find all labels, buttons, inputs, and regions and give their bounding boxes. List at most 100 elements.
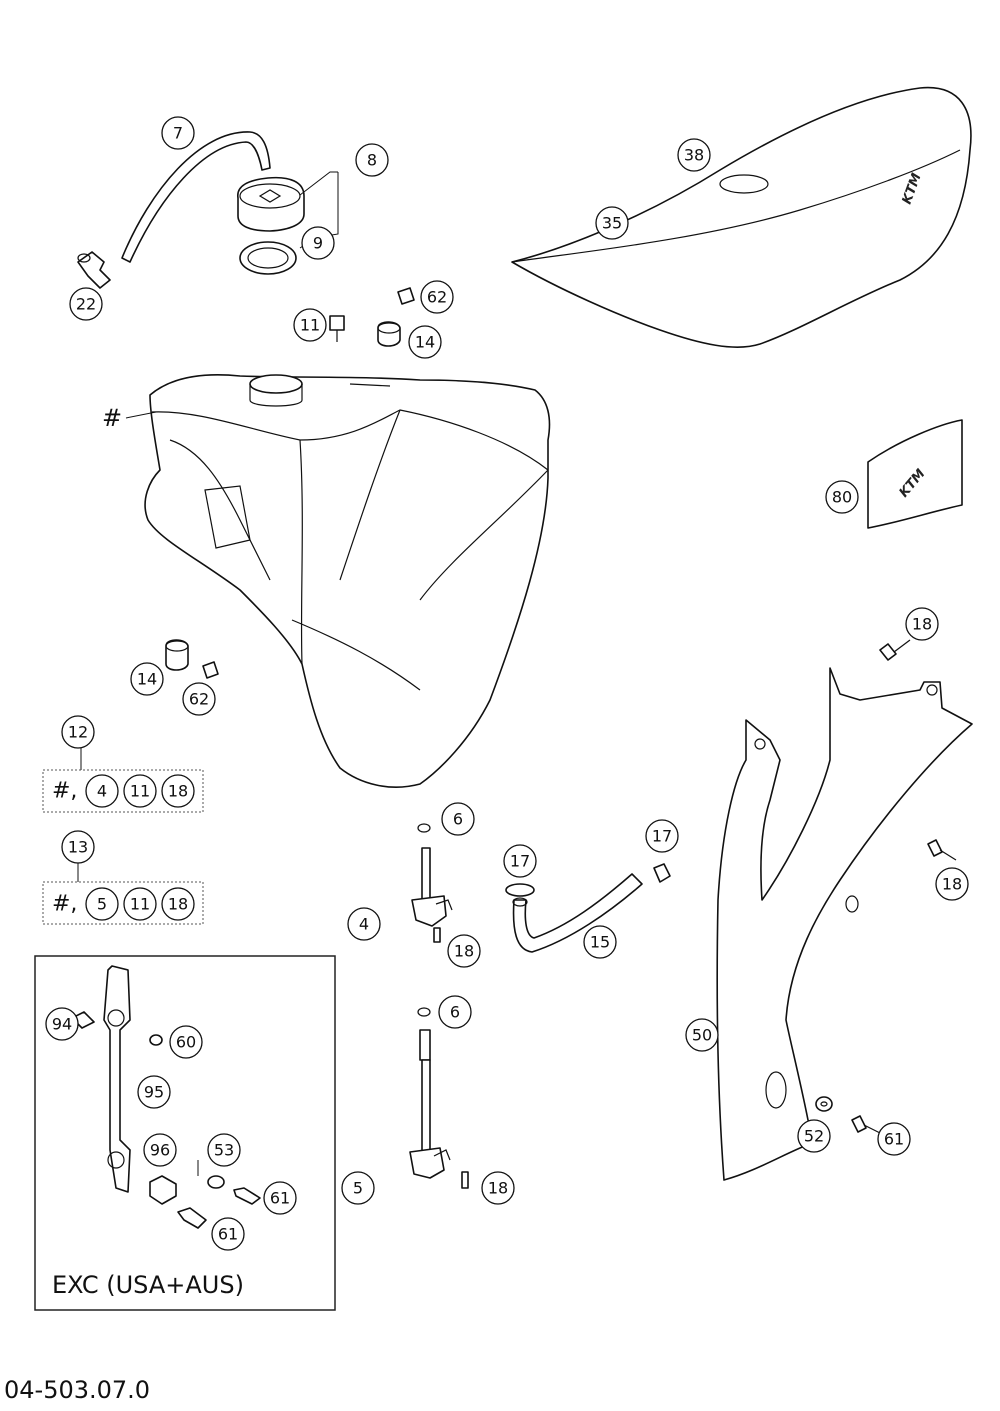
callout-number: 60 <box>176 1033 196 1052</box>
callout-94: 94 <box>45 1007 79 1041</box>
kit-item-circle <box>123 887 157 921</box>
callout-number: 18 <box>488 1179 508 1198</box>
callout-number: 14 <box>137 670 157 689</box>
seat: KTM <box>511 86 972 348</box>
callout-circle <box>408 325 442 359</box>
callout-number: 52 <box>804 1127 824 1146</box>
exc-variant-frame <box>34 955 336 1311</box>
callout-number: 6 <box>450 1003 460 1022</box>
tank-decal: KTM <box>867 419 963 529</box>
callout-5: 5 <box>341 1171 375 1205</box>
callout-number: 13 <box>68 838 88 857</box>
bolt-18-panel-top <box>879 639 911 661</box>
callout-circle <box>211 1217 245 1251</box>
callout-circle <box>797 1119 831 1153</box>
kit-item-number: 5 <box>97 895 107 914</box>
callout-number: 12 <box>68 723 88 742</box>
kit13-item: 18 <box>161 887 195 921</box>
callout-circle <box>438 995 472 1029</box>
callout-circle <box>130 662 164 696</box>
callout-35: 35 <box>595 206 629 240</box>
callout-number: 6 <box>453 810 463 829</box>
hose-clamp-17-left <box>505 883 535 897</box>
callout-number: 61 <box>218 1225 238 1244</box>
callout-circle <box>685 1018 719 1052</box>
callout-number: 50 <box>692 1026 712 1045</box>
callout-14b: 14 <box>130 662 164 696</box>
bolt-61-frame-bottom <box>177 1207 207 1229</box>
callout-6a: 6 <box>441 802 475 836</box>
callout-96: 96 <box>143 1133 177 1167</box>
callout-circle <box>355 143 389 177</box>
kit12-item: 18 <box>161 774 195 808</box>
callout-62a: 62 <box>420 280 454 314</box>
callout-18c: 18 <box>935 867 969 901</box>
kit-item-circle <box>161 887 195 921</box>
callout-circle <box>61 715 95 749</box>
screw-62-left <box>202 661 219 679</box>
screw-11-top <box>329 315 345 342</box>
callout-number: 4 <box>359 915 369 934</box>
callout-number: 53 <box>214 1141 234 1160</box>
kit-12-prefix: #, <box>52 779 77 804</box>
kit-item-circle <box>161 774 195 808</box>
breather-hose <box>121 131 271 263</box>
fuel-tap-5 <box>409 1007 469 1189</box>
callout-circle <box>935 867 969 901</box>
hose-elbow <box>77 251 111 289</box>
callout-number: 62 <box>427 288 447 307</box>
callout-circle <box>877 1122 911 1156</box>
callout-17a: 17 <box>503 844 537 878</box>
callout-53: 53 <box>207 1133 241 1167</box>
side-panel <box>716 667 973 1181</box>
callout-circle <box>447 934 481 968</box>
callout-9: 9 <box>301 226 335 260</box>
kit12-item: 4 <box>85 774 119 808</box>
callout-11a: 11 <box>293 308 327 342</box>
callout-circle <box>595 206 629 240</box>
callout-circle <box>61 830 95 864</box>
callout-circle <box>182 682 216 716</box>
callout-number: 7 <box>173 124 183 143</box>
callout-18a: 18 <box>905 607 939 641</box>
callout-15: 15 <box>583 925 617 959</box>
callout-number: 18 <box>912 615 932 634</box>
callout-number: 9 <box>313 234 323 253</box>
callout-number: 61 <box>884 1130 904 1149</box>
bushing-14-left <box>165 639 189 671</box>
callout-number: 94 <box>52 1015 72 1034</box>
callout-number: 61 <box>270 1189 290 1208</box>
callout-circle <box>503 844 537 878</box>
bushing-14-top <box>377 321 401 347</box>
callout-circle <box>143 1133 177 1167</box>
callout-circle <box>645 819 679 853</box>
callout-61c: 61 <box>211 1217 245 1251</box>
screw-62-top <box>397 287 415 305</box>
callout-62b: 62 <box>182 682 216 716</box>
callout-circle <box>293 308 327 342</box>
callout-number: 11 <box>300 316 320 335</box>
callout-52: 52 <box>797 1119 831 1153</box>
callout-number: 5 <box>353 1179 363 1198</box>
callout-number: 15 <box>590 933 610 952</box>
callout-number: 17 <box>652 827 672 846</box>
callout-22: 22 <box>69 287 103 321</box>
callout-circle <box>420 280 454 314</box>
fuel-tank <box>144 374 551 788</box>
nut-60 <box>149 1034 163 1046</box>
callout-13: 13 <box>61 830 95 864</box>
callout-number: 96 <box>150 1141 170 1160</box>
callout-number: 38 <box>684 146 704 165</box>
callout-circle <box>347 907 381 941</box>
callout-number: 14 <box>415 333 435 352</box>
kit-13-prefix: #, <box>52 892 77 917</box>
kit-item-number: 11 <box>130 782 150 801</box>
bolt-18-panel-side <box>927 839 957 861</box>
kit-item-number: 4 <box>97 782 107 801</box>
kit-item-number: 18 <box>168 782 188 801</box>
callout-14a: 14 <box>408 325 442 359</box>
callout-60: 60 <box>169 1025 203 1059</box>
callout-number: 80 <box>832 488 852 507</box>
callout-circle <box>481 1171 515 1205</box>
